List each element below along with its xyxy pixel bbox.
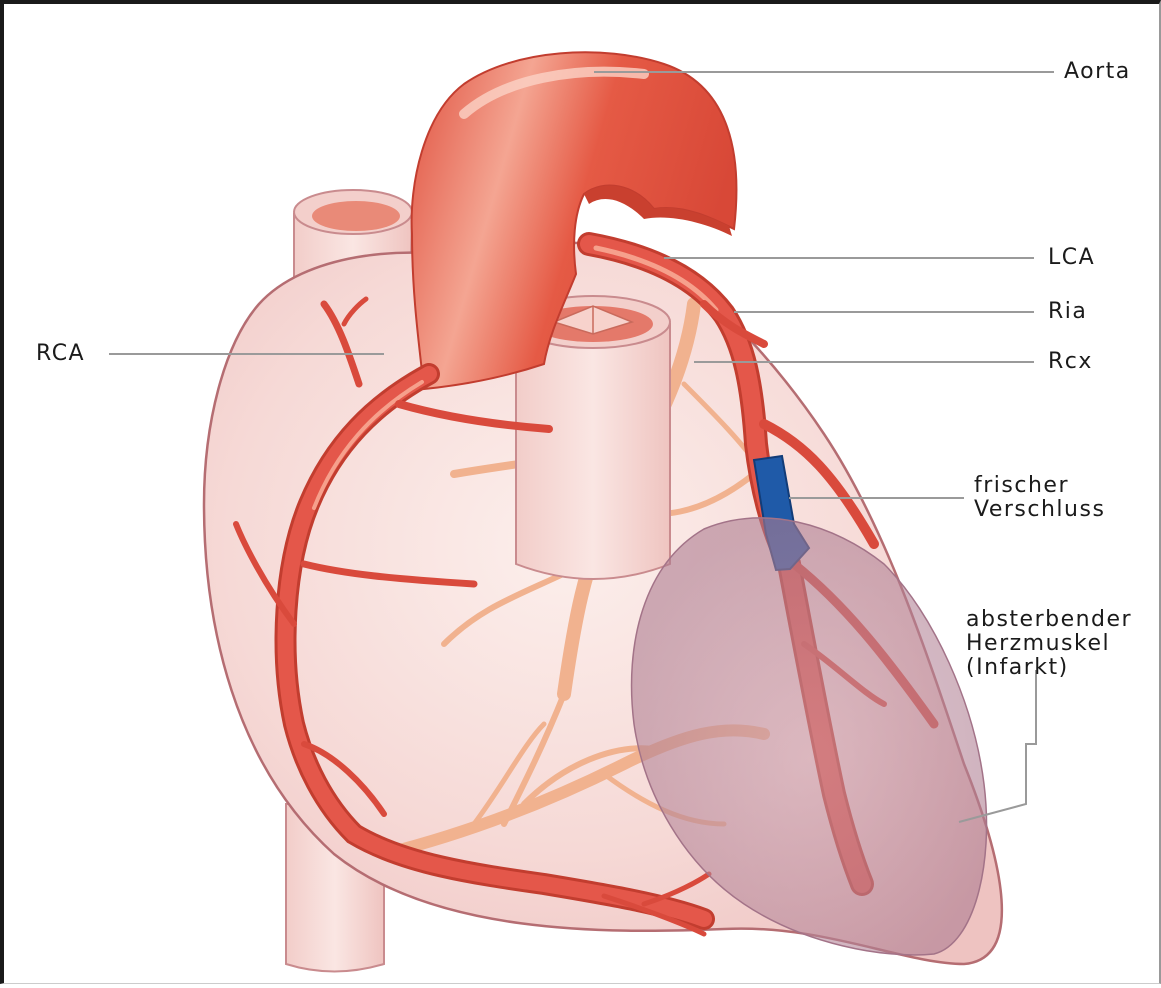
label-rcx: Rcx: [1048, 350, 1093, 374]
label-occlusion: frischer Verschluss: [974, 474, 1105, 522]
label-infarct-line-2: Herzmuskel: [966, 632, 1132, 656]
label-aorta: Aorta: [1064, 60, 1131, 84]
label-occlusion-line-1: frischer: [974, 474, 1105, 498]
label-rca: RCA: [36, 342, 85, 366]
label-infarct-line-3: (Infarkt): [966, 656, 1132, 680]
label-lca: LCA: [1048, 246, 1095, 270]
label-infarct-line-1: absterbender: [966, 608, 1132, 632]
label-occlusion-line-2: Verschluss: [974, 498, 1105, 522]
label-infarct: absterbender Herzmuskel (Infarkt): [966, 608, 1132, 680]
label-ria: Ria: [1048, 300, 1087, 324]
